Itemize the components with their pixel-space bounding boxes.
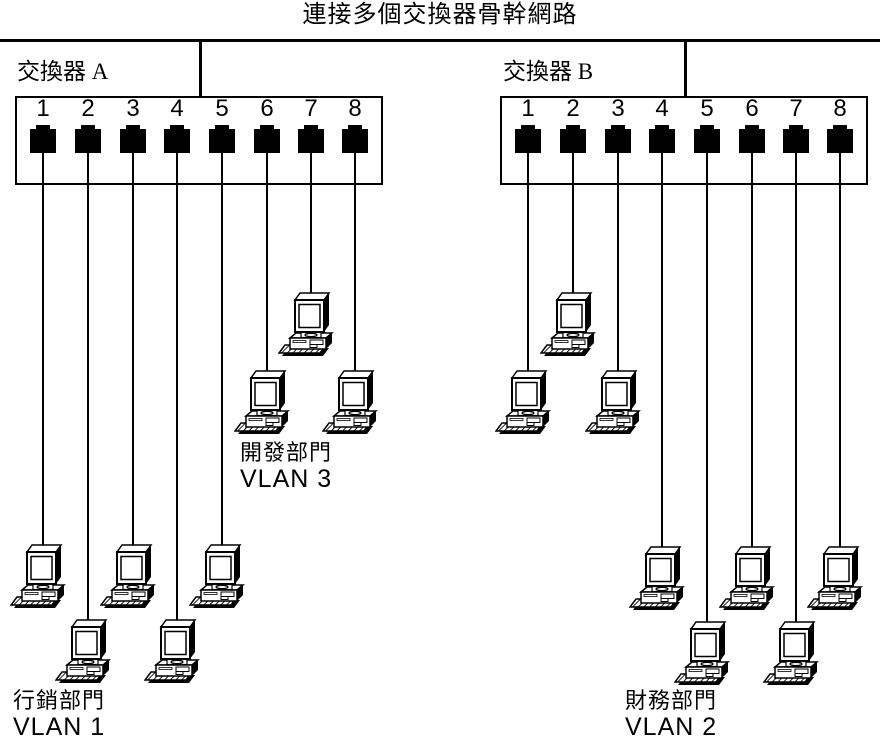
- workstation-a5-icon: [189, 540, 245, 608]
- cable-switch-b-port-4: [661, 153, 663, 551]
- cable-switch-a-port-3: [132, 153, 134, 549]
- rj45-port-icon: [298, 125, 324, 153]
- port-number-label: 2: [566, 95, 580, 122]
- backbone-drop-switch-a: [199, 39, 202, 97]
- switch-a-port-5: 5: [209, 96, 235, 183]
- port-number-label: 4: [655, 95, 669, 122]
- rj45-port-icon: [827, 125, 853, 153]
- workstation-b8-icon: [807, 542, 863, 610]
- switch-b-box: 1 2 3 4 5 6 7 8: [500, 96, 868, 185]
- port-number-label: 8: [833, 95, 847, 122]
- cable-switch-a-port-5: [221, 153, 223, 549]
- vlan3-id-text: VLAN 3: [240, 465, 333, 493]
- switch-a-port-8: 8: [342, 96, 368, 183]
- workstation-b1-icon: [495, 366, 551, 434]
- switch-a-port-3: 3: [120, 96, 146, 183]
- switch-a-port-2: 2: [75, 96, 101, 183]
- switch-b-label: 交換器 B: [503, 59, 594, 84]
- diagram-title: 連接多個交換器骨幹網路: [302, 2, 578, 28]
- rj45-port-icon: [694, 125, 720, 153]
- vlan1-id-text: VLAN 1: [13, 713, 106, 741]
- cable-switch-b-port-3: [617, 153, 619, 375]
- port-number-label: 7: [789, 95, 803, 122]
- switch-a-port-6: 6: [254, 96, 280, 183]
- vlan2-id-text: VLAN 2: [625, 713, 718, 741]
- port-number-label: 3: [126, 95, 140, 122]
- rj45-port-icon: [739, 125, 765, 153]
- port-number-label: 8: [348, 95, 362, 122]
- vlan3-label: 開發部門 VLAN 3: [240, 440, 332, 493]
- cable-switch-b-port-7: [795, 153, 797, 626]
- rj45-port-icon: [515, 125, 541, 153]
- switch-b-port-4: 4: [649, 96, 675, 183]
- port-number-label: 6: [745, 95, 759, 122]
- switch-b-port-1: 1: [515, 96, 541, 183]
- cable-switch-a-port-4: [176, 153, 178, 624]
- switch-b-port-6: 6: [739, 96, 765, 183]
- workstation-a3-icon: [100, 540, 156, 608]
- workstation-a8-icon: [322, 366, 378, 434]
- switch-a-label: 交換器 A: [17, 59, 109, 84]
- workstation-b6-icon: [719, 542, 775, 610]
- workstation-a2-icon: [55, 615, 111, 683]
- workstation-b4-icon: [629, 542, 685, 610]
- workstation-b7-icon: [763, 617, 819, 685]
- cable-switch-a-port-7: [310, 153, 312, 297]
- rj45-port-icon: [75, 125, 101, 153]
- cable-switch-a-port-1: [42, 153, 44, 549]
- port-number-label: 5: [215, 95, 229, 122]
- cable-switch-b-port-1: [527, 153, 529, 375]
- switch-b-port-5: 5: [694, 96, 720, 183]
- cable-switch-b-port-8: [839, 153, 841, 551]
- switch-b-port-7: 7: [783, 96, 809, 183]
- rj45-port-icon: [649, 125, 675, 153]
- cable-switch-b-port-2: [572, 153, 574, 297]
- workstation-b2-icon: [540, 288, 596, 356]
- port-number-label: 2: [81, 95, 95, 122]
- vlan1-dept-text: 行銷部門: [13, 688, 106, 713]
- workstation-a4-icon: [144, 615, 200, 683]
- switch-b-port-8: 8: [827, 96, 853, 183]
- backbone-drop-switch-b: [684, 39, 687, 97]
- rj45-port-icon: [164, 125, 190, 153]
- rj45-port-icon: [783, 125, 809, 153]
- cable-switch-a-port-6: [266, 153, 268, 375]
- cable-switch-b-port-6: [751, 153, 753, 551]
- workstation-a6-icon: [234, 366, 290, 434]
- rj45-port-icon: [342, 125, 368, 153]
- cable-switch-b-port-5: [706, 153, 708, 626]
- workstation-a1-icon: [10, 540, 66, 608]
- backbone-line: [0, 39, 880, 42]
- rj45-port-icon: [605, 125, 631, 153]
- port-number-label: 7: [304, 95, 318, 122]
- rj45-port-icon: [30, 125, 56, 153]
- vlan2-label: 財務部門 VLAN 2: [625, 688, 717, 741]
- port-number-label: 4: [170, 95, 184, 122]
- cable-switch-a-port-8: [354, 153, 356, 375]
- vlan2-dept-text: 財務部門: [625, 688, 718, 713]
- workstation-b5-icon: [674, 617, 730, 685]
- rj45-port-icon: [209, 125, 235, 153]
- switch-b-port-3: 3: [605, 96, 631, 183]
- vlan1-label: 行銷部門 VLAN 1: [13, 688, 105, 741]
- port-number-label: 1: [36, 95, 50, 122]
- rj45-port-icon: [254, 125, 280, 153]
- switch-a-port-7: 7: [298, 96, 324, 183]
- switch-a-port-4: 4: [164, 96, 190, 183]
- switch-a-port-1: 1: [30, 96, 56, 183]
- rj45-port-icon: [560, 125, 586, 153]
- vlan3-dept-text: 開發部門: [240, 440, 333, 465]
- cable-switch-a-port-2: [87, 153, 89, 624]
- port-number-label: 3: [611, 95, 625, 122]
- port-number-label: 6: [260, 95, 274, 122]
- port-number-label: 1: [521, 95, 535, 122]
- port-number-label: 5: [700, 95, 714, 122]
- switch-b-port-2: 2: [560, 96, 586, 183]
- switch-a-box: 1 2 3 4 5 6 7 8: [15, 96, 383, 185]
- rj45-port-icon: [120, 125, 146, 153]
- workstation-b3-icon: [585, 366, 641, 434]
- workstation-a7-icon: [278, 288, 334, 356]
